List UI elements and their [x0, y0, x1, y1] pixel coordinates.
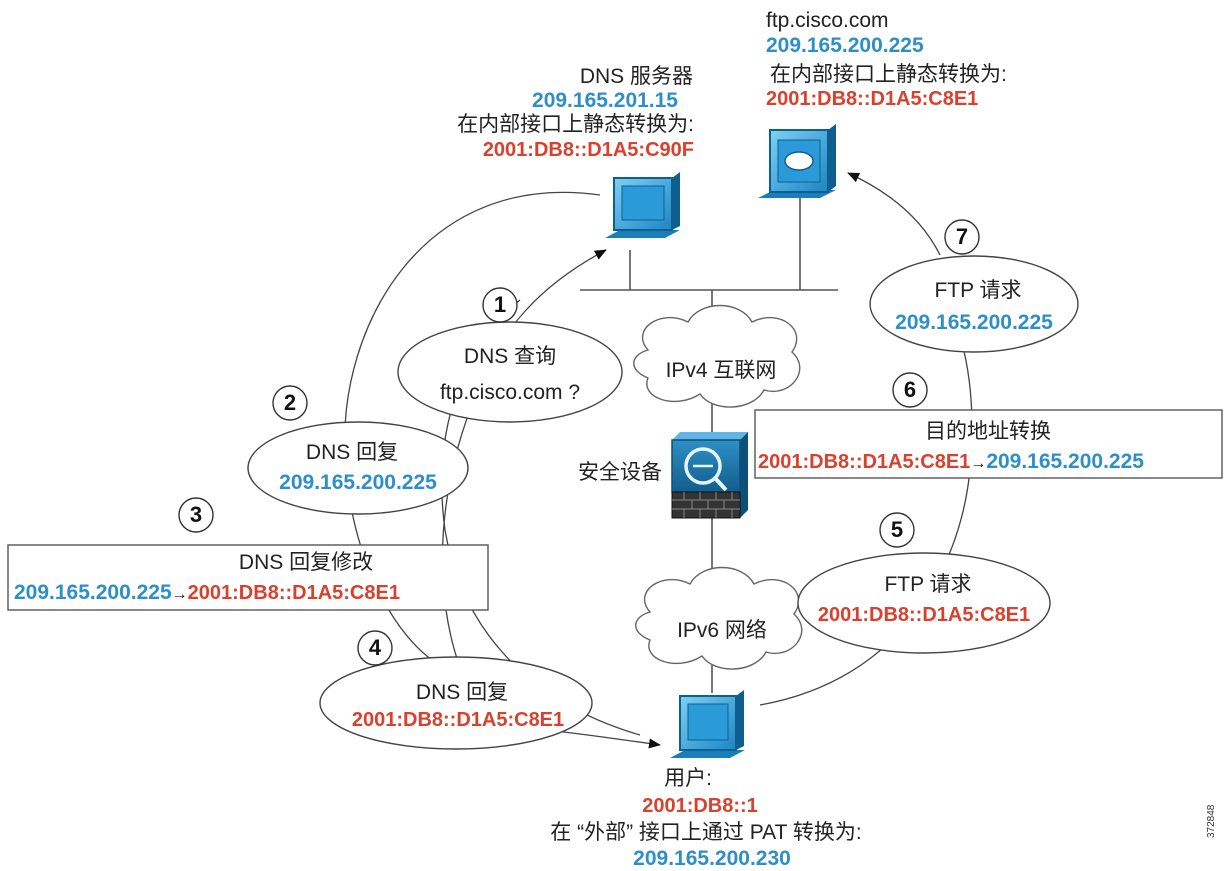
step-4-number: 4: [368, 635, 382, 660]
ftp-server-icon: [758, 124, 836, 198]
step-3-title: DNS 回复修改: [238, 551, 374, 574]
step-3-from: 209.165.200.225: [14, 581, 172, 604]
ellipse-dns-reply: [247, 421, 469, 515]
step-6-arrow: →: [970, 455, 987, 472]
step-4-title: DNS 回复: [415, 681, 509, 704]
ipv6-cloud: [635, 566, 803, 670]
ipv4-cloud-label: IPv4 互联网: [665, 359, 777, 382]
figure-id: 372848: [1206, 804, 1217, 838]
user-note: 在 “外部” 接口上通过 PAT 转换为:: [550, 821, 862, 844]
dns-server-mapped: 2001:DB8::D1A5:C90F: [482, 139, 694, 161]
dns-server-title: DNS 服务器: [579, 65, 693, 88]
step-5-ip: 2001:DB8::D1A5:C8E1: [817, 604, 1031, 626]
user-title: 用户:: [664, 767, 712, 790]
step-5-title: FTP 请求: [884, 573, 972, 596]
step-7-number: 7: [955, 224, 969, 249]
ftp-server-host: ftp.cisco.com: [766, 9, 889, 32]
step-2-ip: 209.165.200.225: [279, 471, 437, 494]
user-computer-icon: [670, 690, 745, 758]
step-3-number: 3: [189, 502, 203, 527]
ftp-server-mapped: 2001:DB8::D1A5:C8E1: [766, 88, 979, 110]
step-3-to: 2001:DB8::D1A5:C8E1: [187, 582, 400, 604]
network-links: [580, 195, 838, 693]
step-1-title: DNS 查询: [463, 345, 557, 368]
step-5-number: 5: [890, 517, 904, 542]
ftp-server-ip: 209.165.200.225: [766, 34, 924, 57]
translation-boxes: [7, 409, 1223, 611]
step-7-title: FTP 请求: [934, 279, 1022, 302]
step-6-from: 2001:DB8::D1A5:C8E1: [758, 451, 971, 473]
dns-server-note: 在内部接口上静态转换为:: [457, 113, 694, 136]
dns-server-ip: 209.165.201.15: [532, 89, 678, 112]
step-6-title: 目的地址转换: [925, 420, 1051, 443]
dns-reply-modify-box: [7, 544, 489, 611]
step-4-ip: 2001:DB8::D1A5:C8E1: [351, 709, 565, 731]
step-2-number: 2: [283, 390, 297, 415]
step-6-to: 209.165.200.225: [986, 450, 1144, 473]
ipv4-cloud: [633, 304, 801, 408]
step-3-arrow: →: [171, 586, 188, 603]
ellipse-dns-query: [397, 321, 623, 423]
user-ip: 2001:DB8::1: [642, 795, 758, 817]
step-7-ip: 209.165.200.225: [895, 311, 1053, 334]
step-6-number: 6: [903, 377, 917, 402]
ipv6-cloud-label: IPv6 网络: [677, 619, 767, 642]
security-appliance-label: 安全设备: [578, 461, 662, 484]
step-1-query: ftp.cisco.com ?: [439, 381, 581, 404]
user-mapped: 209.165.200.230: [633, 847, 791, 870]
step-1-number: 1: [493, 292, 507, 317]
dns-server-icon: [605, 172, 680, 238]
security-appliance-icon: [671, 432, 748, 519]
ellipse-ftp-request-ipv4: [869, 255, 1079, 353]
step-6-translation: 2001:DB8::D1A5:C8E1→209.165.200.225: [758, 451, 1144, 472]
step-2-title: DNS 回复: [305, 441, 399, 464]
step-circles: [178, 219, 980, 666]
ellipse-dns-reply-ipv6: [319, 656, 593, 750]
ellipse-ftp-request-ipv6: [797, 552, 1051, 654]
step-3-translation: 209.165.200.225→2001:DB8::D1A5:C8E1: [14, 582, 400, 603]
dest-translation-box: [754, 409, 1223, 479]
ftp-server-note: 在内部接口上静态转换为:: [770, 63, 1007, 86]
step-ellipses: [247, 255, 1079, 750]
